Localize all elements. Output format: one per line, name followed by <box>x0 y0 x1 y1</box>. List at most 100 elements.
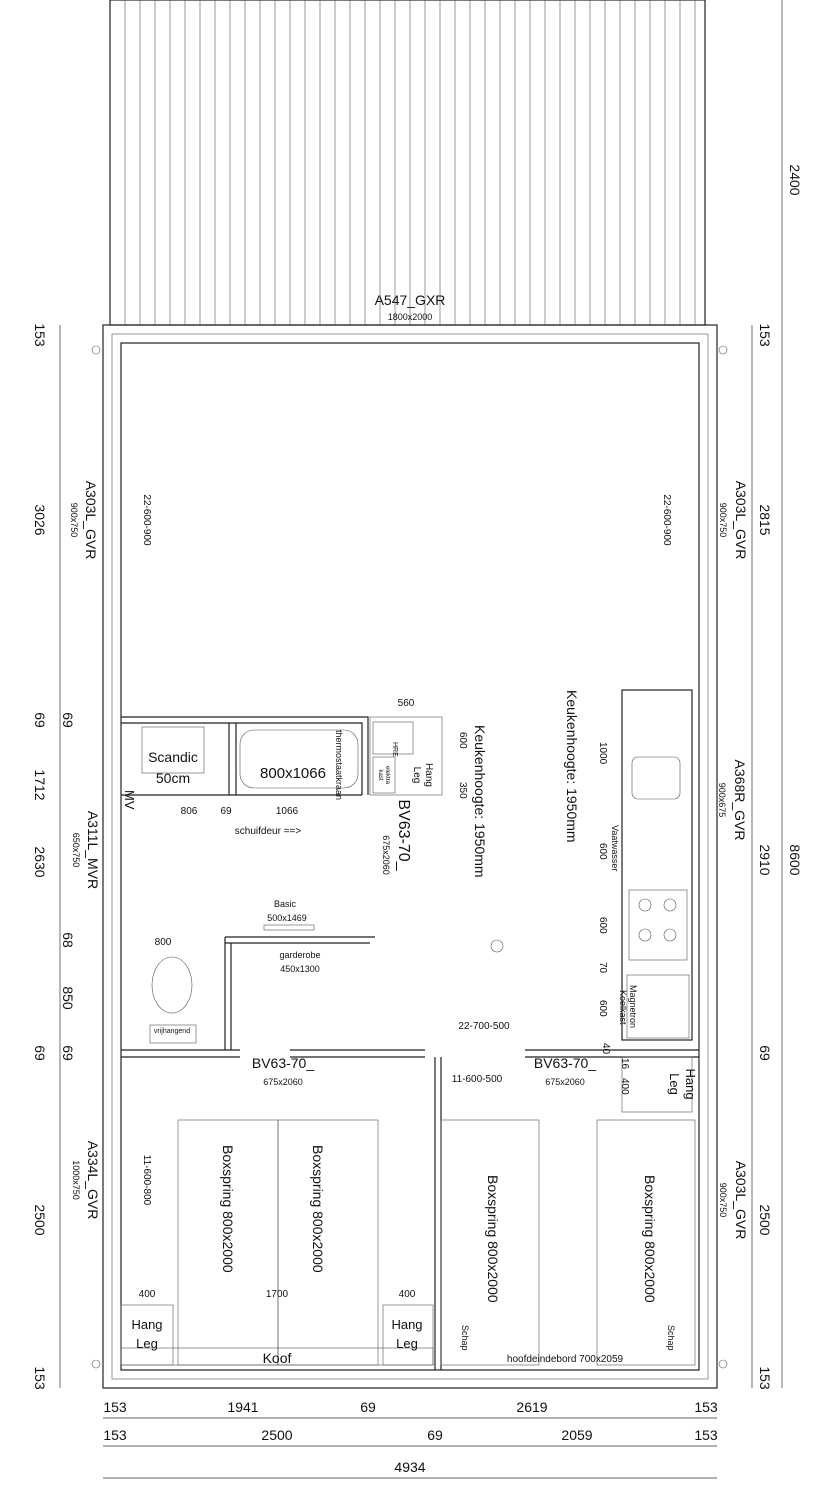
thermostat-label: thermostaatkraan <box>334 730 344 800</box>
dimension-label: 153 <box>694 1399 718 1415</box>
basic-label: Basic <box>274 899 297 909</box>
bed-icon <box>277 1119 379 1366</box>
dim: 1700 <box>266 1289 289 1300</box>
dimension-label: 153 <box>694 1427 718 1443</box>
dimension-label: 69 <box>32 712 48 728</box>
labels: A547_GXR 1800x2000 A303L_GVR 900x750 22-… <box>69 292 749 1366</box>
radiator-left-lower: 11-600-800 <box>141 1155 152 1206</box>
dim: 600 <box>597 843 608 860</box>
electric-cabinet-label: elektra <box>384 766 390 785</box>
hang-label-mid: Hang <box>391 1317 422 1332</box>
hang-leg-label: Hang <box>423 763 434 787</box>
radiator-left-upper: 22-600-900 <box>141 494 152 546</box>
dimension-label: 2500 <box>32 1204 48 1235</box>
dimension-label: 2910 <box>757 844 773 875</box>
boxspring-1: Boxspring 800x2000 <box>220 1145 236 1273</box>
dim: 40 <box>600 1043 611 1055</box>
dimension-label: 69 <box>360 1399 376 1415</box>
dimension-label: 68 <box>60 932 76 948</box>
dimension-label: 153 <box>103 1427 127 1443</box>
dimension-label: 2619 <box>516 1399 547 1415</box>
window-left-middle-size: 650x750 <box>71 833 81 868</box>
boxspring-3: Boxspring 800x2000 <box>485 1175 501 1303</box>
toilet-icon <box>151 956 193 1014</box>
dimension-label: 2500 <box>261 1427 292 1443</box>
dimension-label: 2815 <box>757 504 773 535</box>
dim: 350 <box>457 782 468 799</box>
dim: 600 <box>597 917 608 934</box>
kitchen-hang-label: Hang <box>683 1068 698 1099</box>
sink-label: Scandic <box>148 749 198 765</box>
shelf-left: Schap <box>460 1325 470 1351</box>
wardrobe-size: 450x1300 <box>280 964 320 974</box>
radiator-top-label: 22-700-500 <box>458 1021 510 1032</box>
bathroom <box>141 726 359 1044</box>
headboard-label: hoofdeindebord 700x2059 <box>507 1354 624 1365</box>
kitchen-leg-label: Leg <box>667 1073 682 1095</box>
window-right-upper-label: A303L_GVR <box>733 481 749 560</box>
stove-icon <box>628 889 688 961</box>
window-top-size: 1800x2000 <box>388 312 433 322</box>
window-left-lower-label: A334L_GVR <box>85 1141 101 1220</box>
radiator-right-upper: 22-600-900 <box>661 494 672 546</box>
window-right-lower-label: A303L_GVR <box>733 1161 749 1240</box>
dimension-label: 4934 <box>394 1459 425 1475</box>
dimension-label: 1712 <box>32 769 48 800</box>
hang-leg-label-2: Leg <box>411 767 422 784</box>
sliding-door-label: schuifdeur ==> <box>235 826 302 837</box>
door-bedroom-right-size: 675x2060 <box>545 1077 585 1087</box>
bath-label: 800x1066 <box>260 765 326 782</box>
hang-label-left: Hang <box>131 1317 162 1332</box>
door-bathroom-label: BV63-70_ <box>395 799 412 871</box>
sink-size: 50cm <box>156 770 190 786</box>
outer-dimensions: 153 3026 69 1712 2630 69 2500 153 69 68 850 69 153 28… <box>32 164 803 1475</box>
bed-icon <box>440 1119 540 1366</box>
dimension-label: 3026 <box>32 504 48 535</box>
dimension-label: 1941 <box>227 1399 258 1415</box>
dim: 400 <box>399 1289 416 1300</box>
basic-size: 500x1469 <box>267 913 307 923</box>
dimension-label: 153 <box>103 1399 127 1415</box>
dimension-label: 850 <box>60 986 76 1010</box>
dim: 400 <box>619 1078 630 1095</box>
window-left-upper-size: 900x750 <box>69 503 79 538</box>
terrace <box>109 0 706 326</box>
door-bedroom-left-label: BV63-70_ <box>252 1055 314 1071</box>
dimension-label: 69 <box>757 1045 773 1061</box>
dishwasher-label: Vaatwasser <box>610 825 620 871</box>
toilet-label: vrijhangend <box>154 1028 190 1035</box>
koof-label: Koof <box>263 1350 292 1366</box>
leg-label-left: Leg <box>136 1336 158 1351</box>
dimension-label: 153 <box>757 1366 773 1390</box>
dimension-label: 2500 <box>757 1204 773 1235</box>
window-top-label: A547_GXR <box>375 292 446 308</box>
dim: 800 <box>155 937 172 948</box>
microwave-label: Magnetron <box>628 985 638 1028</box>
boxspring-2: Boxspring 800x2000 <box>310 1145 326 1273</box>
dimension-label: 2400 <box>787 164 803 195</box>
window-right-middle-size: 900x675 <box>717 783 727 818</box>
dim: 1066 <box>276 806 299 817</box>
mv-label: MV <box>122 790 137 810</box>
bedrooms <box>120 1119 696 1366</box>
dim: 600 <box>457 732 468 749</box>
sink-icon <box>141 726 205 774</box>
outer-walls <box>91 324 728 1389</box>
dim: 1000 <box>597 742 608 765</box>
dimension-lines <box>59 0 783 1479</box>
dim: 400 <box>139 1289 156 1300</box>
window-right-lower-size: 900x750 <box>718 1183 728 1218</box>
window-right-upper-size: 900x750 <box>718 503 728 538</box>
bathtub-icon <box>239 729 359 789</box>
kitchen-sink-icon <box>631 756 681 800</box>
dim: 806 <box>181 806 198 817</box>
kitchen-height-label-1: Keukenhoogte: 1950mm <box>472 725 488 878</box>
dim: 560 <box>398 698 415 709</box>
dimension-label: 2630 <box>32 846 48 877</box>
dim: 69 <box>220 806 232 817</box>
dimension-label: 153 <box>32 1366 48 1390</box>
dimension-label: 69 <box>60 712 76 728</box>
dim: 16 <box>619 1058 630 1070</box>
dimension-label: 2059 <box>561 1427 592 1443</box>
